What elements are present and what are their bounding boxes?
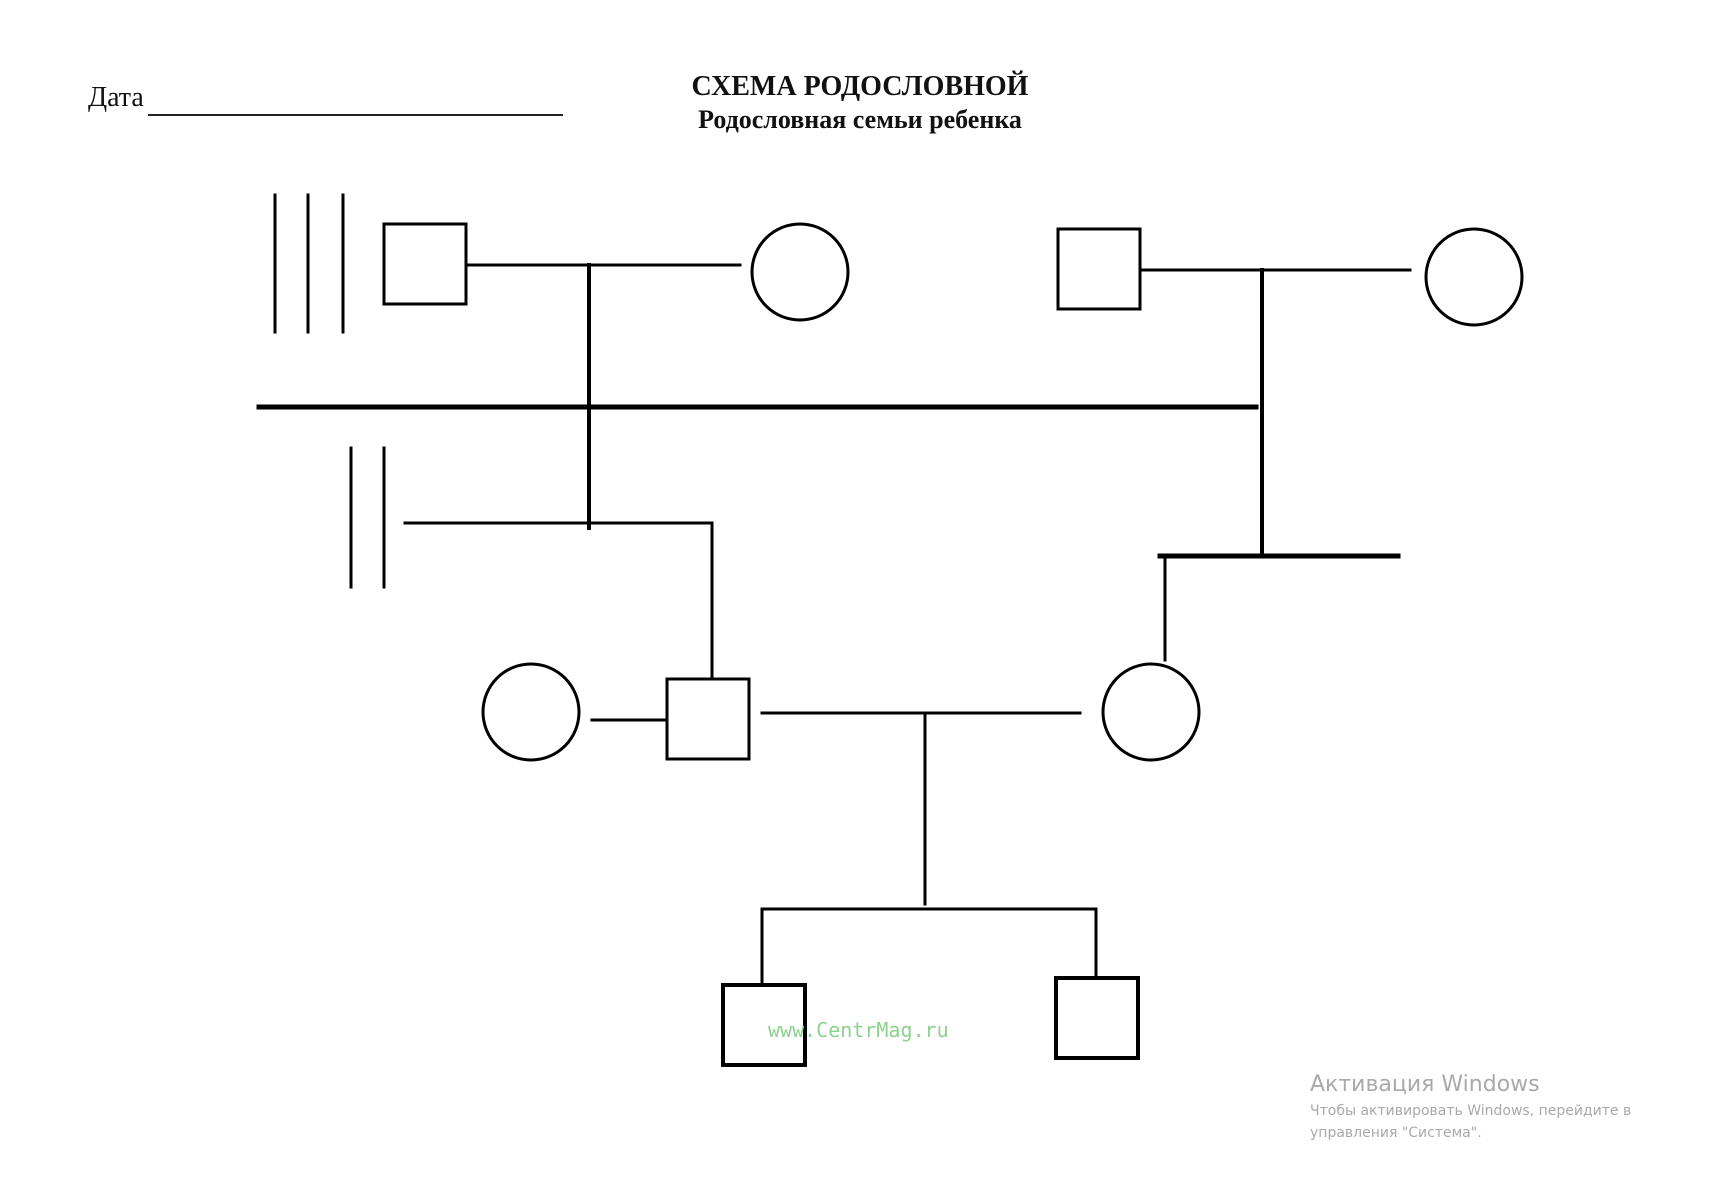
- paternal-grandfather-square[interactable]: [382, 222, 468, 306]
- child-2-square[interactable]: [1054, 976, 1140, 1060]
- child-1-square[interactable]: [721, 983, 807, 1067]
- mother-circle[interactable]: [1101, 662, 1201, 762]
- page-subtitle: Родословная семьи ребенка: [698, 105, 1022, 134]
- watermark-text: www.CentrMag.ru: [768, 1018, 949, 1042]
- maternal-grandfather-square[interactable]: [1056, 227, 1142, 311]
- title-block: СХЕМА РОДОСЛОВНОЙ Родословная семьи ребе…: [640, 70, 1080, 136]
- activation-title: Активация Windows: [1310, 1072, 1540, 1097]
- paternal-grandmother-circle[interactable]: [750, 222, 850, 322]
- windows-activation-notice: Активация Windows Чтобы активировать Win…: [1310, 1070, 1728, 1144]
- date-label: Дата: [88, 82, 144, 113]
- father-first-partner-circle[interactable]: [481, 662, 581, 762]
- activation-line-1: Чтобы активировать Windows, перейдите в: [1310, 1103, 1632, 1119]
- page-title: СХЕМА РОДОСЛОВНОЙ: [691, 71, 1029, 102]
- activation-line-2: управления "Система".: [1310, 1125, 1482, 1141]
- maternal-grandmother-circle[interactable]: [1424, 227, 1524, 327]
- father-square[interactable]: [665, 677, 751, 761]
- date-field-line[interactable]: [148, 114, 563, 116]
